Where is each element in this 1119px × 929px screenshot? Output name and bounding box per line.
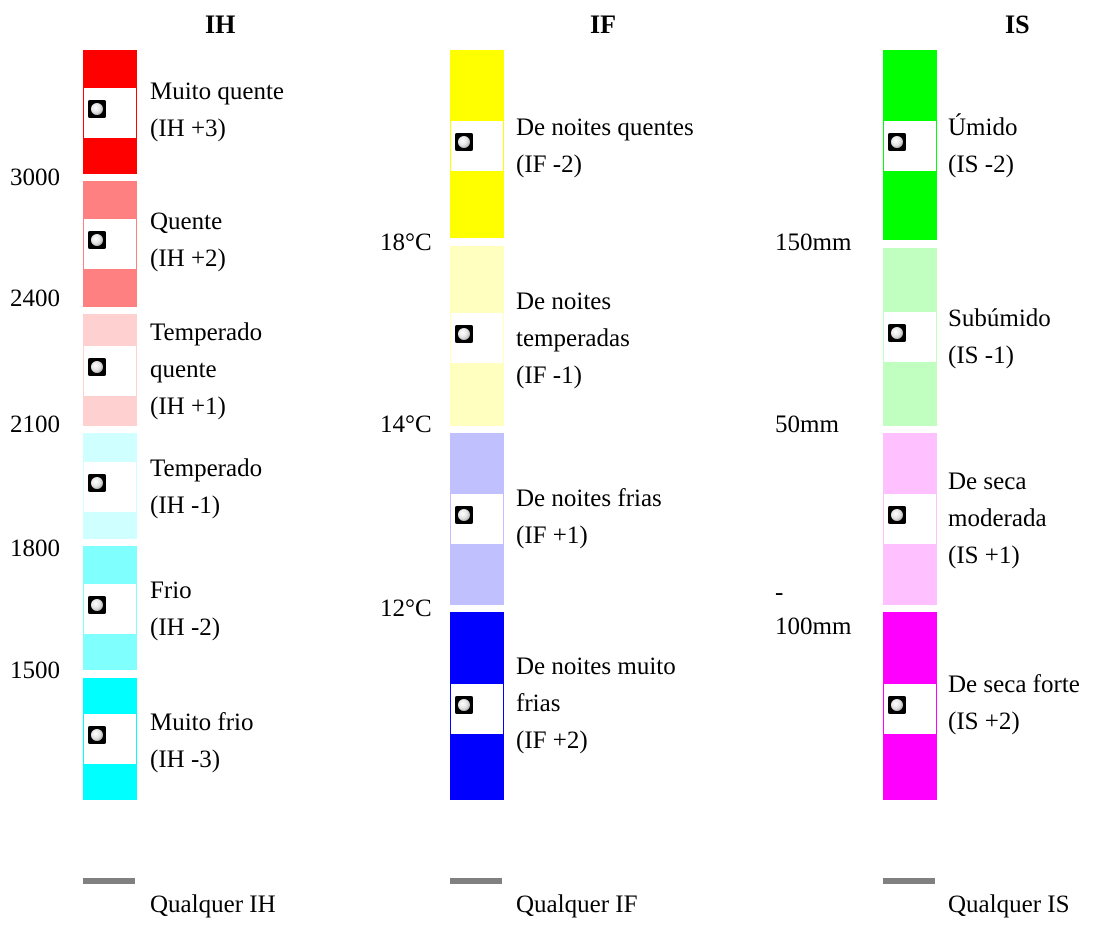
- ih-label-quente-code: (IH +2): [150, 245, 226, 272]
- ih-label-temperado-quente-name: Temperado: [150, 319, 263, 346]
- ih-threshold-1800: 1800: [10, 535, 60, 562]
- radio-button-icon: [888, 696, 906, 714]
- is-label-any: Qualquer IS: [948, 891, 1070, 918]
- ih-radio-muito-quente[interactable]: [84, 88, 136, 138]
- is-any-selected-bar: [883, 878, 935, 884]
- if-label-noites-quentes-code: (IF -2): [516, 151, 582, 178]
- is-radio-seca-moderada[interactable]: [884, 494, 936, 544]
- if-label-noites-frias-code: (IF +1): [516, 522, 588, 549]
- if-radio-noites-muito-frias[interactable]: [451, 684, 503, 734]
- if-radio-noites-temperadas[interactable]: [451, 313, 503, 363]
- ih-radio-frio[interactable]: [84, 584, 136, 634]
- if-label-noites-muito-frias-name-2: frias: [516, 690, 561, 717]
- is-label-umido-code: (IS -2): [948, 151, 1014, 178]
- ih-label-temperado-name: Temperado: [150, 455, 263, 482]
- ih-threshold-1500: 1500: [10, 657, 60, 684]
- if-any-selected-bar: [450, 878, 502, 884]
- is-label-seca-forte-code: (IS +2): [948, 708, 1020, 735]
- is-threshold-minus-sign: -: [775, 579, 784, 606]
- ih-label-muito-quente-name: Muito quente: [150, 78, 285, 105]
- if-radio-any[interactable]: [450, 884, 502, 928]
- ih-threshold-3000: 3000: [10, 164, 60, 191]
- radio-button-icon: [455, 133, 473, 151]
- radio-button-icon: [888, 133, 906, 151]
- is-radio-umido[interactable]: [884, 121, 936, 171]
- ih-label-frio-name: Frio: [150, 577, 192, 604]
- ih-label-temperado-quente-code: (IH +1): [150, 393, 226, 420]
- is-label-seca-moderada-name: De seca: [948, 468, 1027, 495]
- radio-button-icon: [88, 726, 106, 744]
- radio-button-icon: [88, 596, 106, 614]
- radio-button-icon: [455, 696, 473, 714]
- is-threshold-100mm: 100mm: [775, 613, 852, 640]
- is-threshold-50mm: 50mm: [775, 411, 839, 438]
- ih-label-muito-frio-name: Muito frio: [150, 709, 254, 736]
- ih-label-frio-code: (IH -2): [150, 614, 221, 641]
- if-label-noites-frias-name: De noites frias: [516, 485, 662, 512]
- is-radio-seca-forte[interactable]: [884, 684, 936, 734]
- ih-radio-temperado[interactable]: [84, 462, 136, 512]
- ih-radio-temperado-quente[interactable]: [84, 346, 136, 396]
- ih-label-muito-frio-code: (IH -3): [150, 746, 221, 773]
- if-radio-noites-frias[interactable]: [451, 494, 503, 544]
- radio-button-icon: [455, 506, 473, 524]
- is-label-subumido-code: (IS -1): [948, 342, 1014, 369]
- ih-label-temperado-quente-name-2: quente: [150, 356, 217, 383]
- if-label-any: Qualquer IF: [516, 891, 638, 918]
- radio-button-icon: [88, 474, 106, 492]
- ih-any-selected-bar: [83, 878, 135, 884]
- is-radio-subumido[interactable]: [884, 312, 936, 362]
- is-label-seca-moderada-name-2: moderada: [948, 505, 1047, 532]
- if-label-noites-muito-frias-code: (IF +2): [516, 727, 588, 754]
- radio-button-icon: [88, 358, 106, 376]
- if-label-noites-muito-frias-name: De noites muito: [516, 653, 676, 680]
- ih-radio-quente[interactable]: [84, 219, 136, 269]
- ih-label-muito-quente-code: (IH +3): [150, 115, 226, 142]
- ih-label-quente-name: Quente: [150, 208, 223, 235]
- radio-button-icon: [888, 506, 906, 524]
- radio-button-icon: [88, 231, 106, 249]
- if-threshold-12: 12°C: [380, 595, 432, 622]
- if-label-noites-temperadas-code: (IF -1): [516, 362, 582, 389]
- is-threshold-150mm: 150mm: [775, 229, 852, 256]
- if-radio-noites-quentes[interactable]: [451, 121, 503, 171]
- radio-button-icon: [455, 325, 473, 343]
- if-label-noites-quentes-name: De noites quentes: [516, 114, 694, 141]
- ih-radio-any[interactable]: [83, 884, 135, 928]
- ih-radio-muito-frio[interactable]: [84, 714, 136, 764]
- ih-threshold-2400: 2400: [10, 285, 60, 312]
- is-label-umido-name: Úmido: [948, 114, 1018, 141]
- is-label-subumido-name: Subúmido: [948, 305, 1051, 332]
- is-label-seca-forte-name: De seca forte: [948, 671, 1080, 698]
- if-threshold-14: 14°C: [380, 411, 432, 438]
- is-header: IS: [1005, 10, 1030, 39]
- if-label-noites-temperadas-name-2: temperadas: [516, 325, 630, 352]
- if-header: IF: [590, 10, 616, 39]
- if-threshold-18: 18°C: [380, 229, 432, 256]
- is-radio-any[interactable]: [883, 884, 935, 928]
- is-label-seca-moderada-code: (IS +1): [948, 542, 1020, 569]
- ih-label-any: Qualquer IH: [150, 891, 276, 918]
- ih-label-temperado-code: (IH -1): [150, 492, 221, 519]
- radio-button-icon: [888, 324, 906, 342]
- ih-header: IH: [205, 10, 236, 39]
- radio-button-icon: [88, 100, 106, 118]
- ih-threshold-2100: 2100: [10, 411, 60, 438]
- if-label-noites-temperadas-name: De noites: [516, 288, 612, 315]
